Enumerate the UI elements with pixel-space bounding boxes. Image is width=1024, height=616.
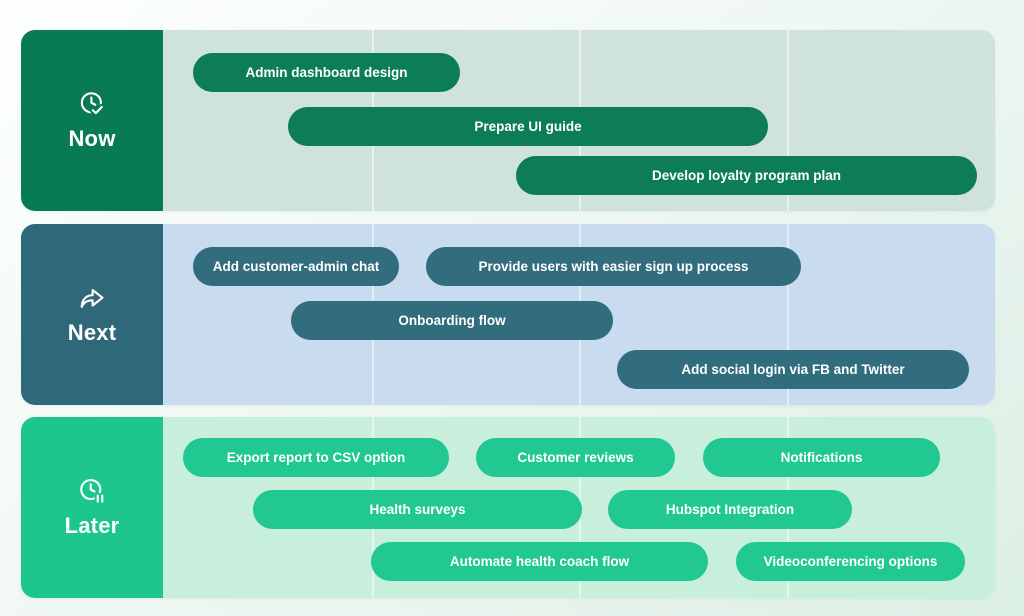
roadmap-pill[interactable]: Automate health coach flow — [371, 542, 708, 581]
clock-pause-icon — [77, 476, 107, 506]
roadmap-pill[interactable]: Customer reviews — [476, 438, 675, 477]
roadmap-pill[interactable]: Onboarding flow — [291, 301, 613, 340]
roadmap-pill[interactable]: Provide users with easier sign up proces… — [426, 247, 801, 286]
lane-label-now: Now — [68, 126, 116, 151]
roadmap-pill[interactable]: Notifications — [703, 438, 940, 477]
column-gridline — [787, 30, 789, 211]
roadmap-pill[interactable]: Hubspot Integration — [608, 490, 852, 529]
roadmap-pill[interactable]: Add social login via FB and Twitter — [617, 350, 969, 389]
lane-header-next: Next — [21, 224, 163, 405]
column-gridline — [787, 224, 789, 405]
roadmap-pill[interactable]: Health surveys — [253, 490, 582, 529]
lane-next: Next Add customer-admin chat Provide user… — [21, 224, 995, 405]
roadmap-pill[interactable]: Prepare UI guide — [288, 107, 768, 146]
roadmap-pill[interactable]: Develop loyalty program plan — [516, 156, 977, 195]
lane-header-now: Now — [21, 30, 163, 211]
forward-arrow-icon — [77, 283, 107, 313]
lane-later: Later Export report to CSV option Custome… — [21, 417, 995, 598]
roadmap-pill[interactable]: Export report to CSV option — [183, 438, 449, 477]
lane-label-next: Next — [67, 320, 117, 345]
lane-header-later: Later — [21, 417, 163, 598]
roadmap-pill[interactable]: Admin dashboard design — [193, 53, 460, 92]
lane-label-later: Later — [64, 513, 120, 538]
clock-check-icon — [77, 89, 107, 119]
roadmap-pill[interactable]: Add customer-admin chat — [193, 247, 399, 286]
roadmap-pill[interactable]: Videoconferencing options — [736, 542, 965, 581]
